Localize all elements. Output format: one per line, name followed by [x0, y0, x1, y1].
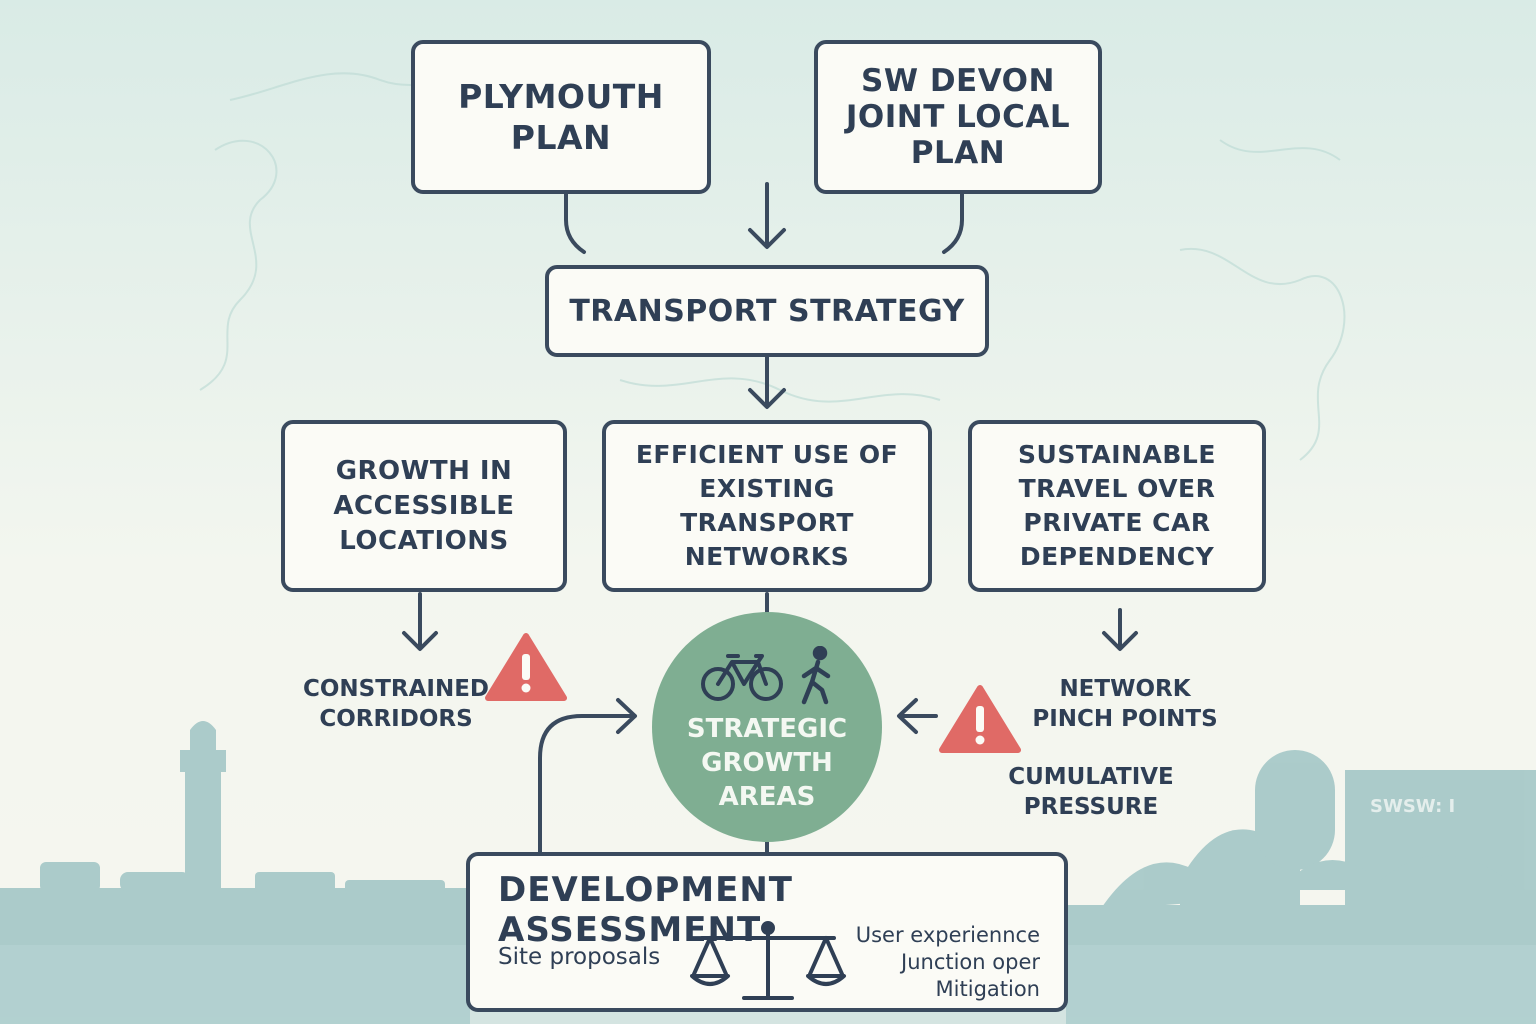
- scales-icon: [690, 921, 846, 1000]
- pedestrian-icon: [801, 646, 831, 705]
- arrow-from-strategy: [748, 354, 786, 409]
- development-assessment-title: DEVELOPMENT ASSESSMENT: [498, 870, 793, 950]
- criterion-junction-operation: Junction oper: [901, 950, 1040, 974]
- pillar-growth-box: GROWTH IN ACCESSIBLE LOCATIONS: [281, 420, 567, 592]
- strategic-growth-label: STRATEGIC GROWTH AREAS: [686, 714, 848, 812]
- arrow-feedback: [538, 698, 637, 854]
- arrow-into-strategy: [748, 182, 786, 249]
- warning-icon-right: [939, 685, 1021, 753]
- pillar-efficient-label: EFFICIENT USE OF EXISTING TRANSPORT NETW…: [635, 440, 899, 571]
- transport-strategy-box: TRANSPORT STRATEGY: [545, 265, 989, 357]
- criterion-mitigation: Mitigation: [935, 977, 1040, 1001]
- strategic-growth-hub: [652, 612, 882, 842]
- plymouth-plan-label: PLYMOUTH PLAN: [458, 77, 664, 157]
- connector-sw-devon: [942, 190, 964, 254]
- arrow-right-into-hub: [897, 698, 938, 734]
- plymouth-plan-box: PLYMOUTH PLAN: [411, 40, 711, 194]
- site-proposals-label: Site proposals: [498, 944, 661, 970]
- connector-plymouth: [564, 190, 586, 254]
- pillar-sustainable-box: SUSTAINABLE TRAVEL OVER PRIVATE CAR DEPE…: [968, 420, 1266, 592]
- building-sign: SWSW: I: [1370, 796, 1455, 817]
- pillar-sustainable-label: SUSTAINABLE TRAVEL OVER PRIVATE CAR DEPE…: [1018, 440, 1216, 571]
- development-assessment-box: DEVELOPMENT ASSESSMENT Site proposals Us…: [466, 852, 1068, 1012]
- criterion-user-experience: User experiennce: [855, 923, 1040, 947]
- arrow-left-pillar: [402, 592, 438, 651]
- constrained-corridors-label: CONSTRAINED CORRIDORS: [302, 676, 490, 732]
- pillar-efficient-box: EFFICIENT USE OF EXISTING TRANSPORT NETW…: [602, 420, 932, 592]
- bicycle-icon: [701, 654, 783, 701]
- arrow-right-pillar: [1102, 608, 1138, 651]
- pillar-growth-label: GROWTH IN ACCESSIBLE LOCATIONS: [333, 455, 515, 556]
- warning-icon-left: [485, 633, 567, 701]
- network-pinch-points-label: NETWORK PINCH POINTS: [1032, 676, 1218, 732]
- sw-devon-plan-box: SW DEVON JOINT LOCAL PLAN: [814, 40, 1102, 194]
- map-contours: [199, 72, 1346, 461]
- sw-devon-plan-label: SW DEVON JOINT LOCAL PLAN: [845, 63, 1071, 171]
- assessment-criteria-list: User experiennce Junction oper Mitigatio…: [820, 922, 1040, 1003]
- cumulative-pressure-label: CUMULATIVE PRESSURE: [1008, 764, 1174, 820]
- transport-strategy-label: TRANSPORT STRATEGY: [569, 293, 965, 329]
